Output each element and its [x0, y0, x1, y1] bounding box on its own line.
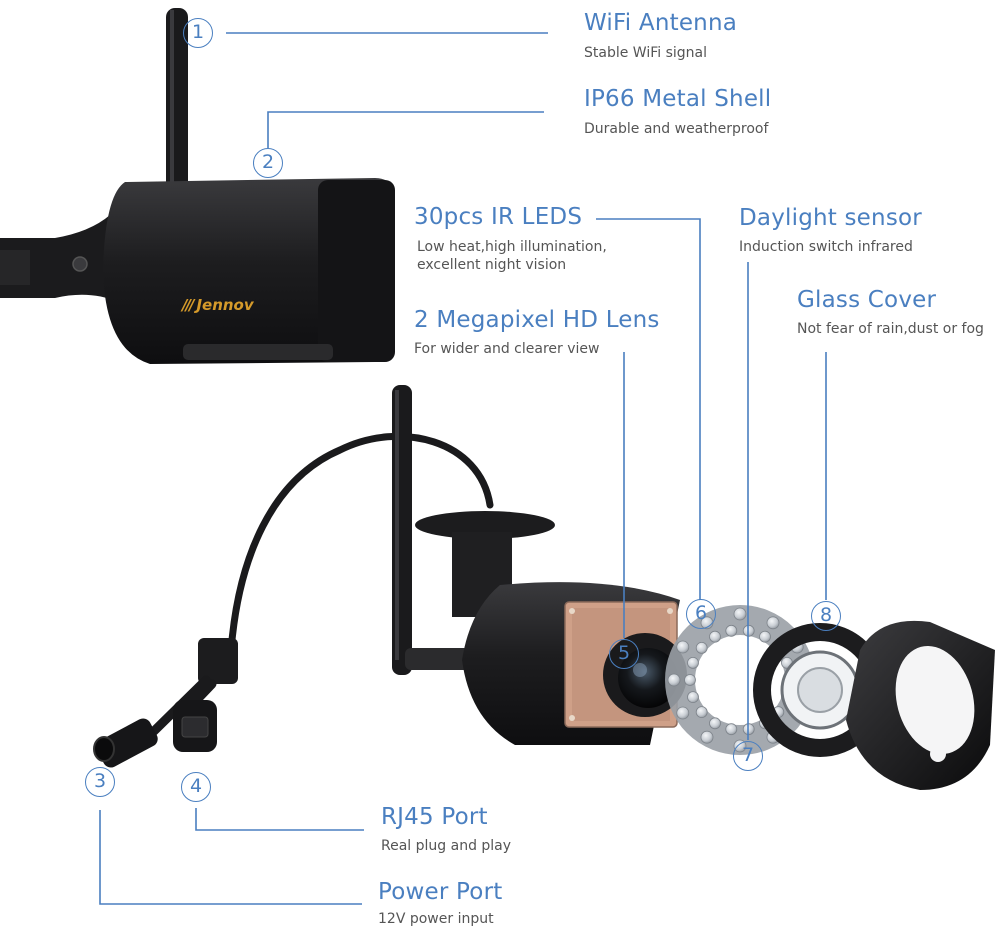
callout-desc-power-port: 12V power input — [378, 911, 494, 927]
brand-logo: ///Jennov — [182, 296, 254, 314]
callout-title-ir-leds: 30pcs IR LEDS — [414, 204, 583, 230]
callout-badge-3: 3 — [85, 767, 115, 797]
callout-badge-8: 8 — [811, 601, 841, 631]
ir-led — [695, 706, 708, 718]
leader-line-6 — [596, 218, 701, 600]
callout-desc-ir-leds-line2: excellent night vision — [417, 257, 567, 273]
cable-splitter — [198, 638, 238, 684]
front-cap — [846, 620, 995, 790]
callout-title-rj45-port: RJ45 Port — [381, 804, 488, 830]
ir-led — [676, 706, 690, 720]
leader-line-3 — [99, 810, 362, 905]
bracket-plate — [415, 511, 555, 539]
mount-screw — [72, 256, 88, 272]
callout-title-hd-lens: 2 Megapixel HD Lens — [414, 307, 660, 333]
callout-badge-2: 2 — [253, 148, 283, 178]
board-hole — [569, 608, 575, 614]
power-cable — [228, 432, 494, 644]
top-camera-lens-hood — [318, 180, 395, 362]
callout-desc-metal-shell: Durable and weatherproof — [584, 121, 769, 137]
callout-title-glass-cover: Glass Cover — [797, 287, 937, 313]
top-camera-sunshade — [183, 344, 333, 360]
antenna-2-base — [405, 648, 470, 670]
ir-led — [676, 640, 690, 654]
ir-led — [709, 717, 721, 730]
callout-title-daylight-sensor: Daylight sensor — [739, 205, 922, 231]
ir-led — [667, 673, 681, 687]
callout-title-metal-shell: IP66 Metal Shell — [584, 86, 772, 112]
callout-desc-wifi-antenna: Stable WiFi signal — [584, 45, 708, 61]
antenna-2-highlight — [395, 390, 399, 660]
ir-led — [684, 674, 696, 686]
callout-badge-4: 4 — [181, 772, 211, 802]
callout-desc-glass-cover: Not fear of rain,dust or fog — [797, 321, 984, 337]
board-hole — [667, 608, 673, 614]
brand-logo-mark: /// — [182, 296, 195, 314]
ir-led — [759, 630, 771, 643]
callout-badge-6: 6 — [686, 599, 716, 629]
ir-led — [687, 691, 699, 703]
callout-desc-hd-lens: For wider and clearer view — [414, 341, 600, 357]
callout-badge-5: 5 — [609, 639, 639, 669]
callout-title-power-port: Power Port — [378, 879, 503, 905]
ir-led — [709, 630, 721, 643]
lens-reflection — [633, 663, 647, 677]
callout-desc-ir-leds-line1: Low heat,high illumination, — [417, 239, 607, 255]
ir-led — [695, 642, 708, 654]
dc-jack-opening — [93, 736, 115, 762]
leader-line-2 — [267, 111, 544, 148]
callout-title-wifi-antenna: WiFi Antenna — [584, 10, 738, 36]
leader-line-4 — [195, 808, 364, 831]
ir-led — [725, 624, 738, 637]
callout-desc-daylight-sensor: Induction switch infrared — [739, 239, 913, 255]
ir-led — [700, 730, 714, 744]
ir-led — [733, 607, 747, 621]
ir-led — [725, 723, 738, 736]
antenna-1-highlight — [170, 10, 174, 188]
callout-badge-1: 1 — [183, 18, 213, 48]
ir-led — [766, 616, 780, 630]
callout-desc-rj45-port: Real plug and play — [381, 838, 512, 854]
leader-lines — [99, 32, 827, 905]
callout-badge-7: 7 — [733, 741, 763, 771]
bottom-camera — [93, 385, 995, 790]
brand-logo-name: Jennov — [196, 296, 254, 314]
board-hole — [569, 715, 575, 721]
rj45-socket — [181, 716, 209, 738]
mount-arm-joint — [0, 250, 30, 285]
top-camera — [0, 8, 395, 364]
ir-led — [687, 657, 699, 669]
